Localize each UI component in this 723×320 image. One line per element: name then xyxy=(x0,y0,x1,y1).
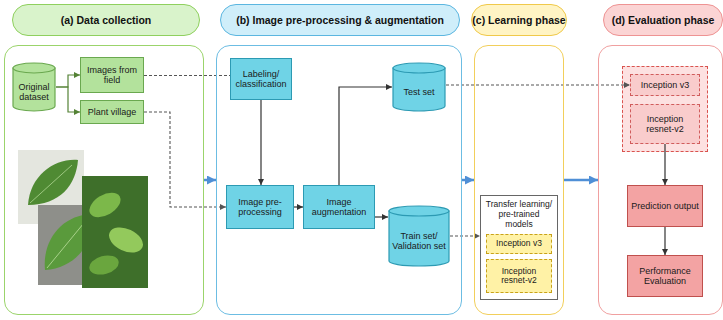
box-label: Prediction output xyxy=(631,201,699,211)
leaf xyxy=(87,252,121,277)
connector xyxy=(564,179,598,182)
phase-header: (d) Evaluation phase xyxy=(603,4,723,36)
model-box: Inception resnet-v2 xyxy=(486,259,552,293)
model-box: Inception resnet-v2 xyxy=(630,104,700,144)
database-cylinder: Test set xyxy=(392,62,446,112)
connector xyxy=(144,112,226,207)
leaf xyxy=(28,160,78,205)
model-box: Inception v3 xyxy=(486,234,552,254)
process-box: Image pre- processing xyxy=(226,185,294,229)
photo-ground xyxy=(82,176,148,288)
box-label: Inception resnet-v2 xyxy=(490,267,548,287)
model-box: Transfer learning/ pre-trained modelsInc… xyxy=(480,195,558,300)
connector xyxy=(204,179,216,182)
phase-panel: (d) Evaluation phaseInception v3Inceptio… xyxy=(598,45,723,315)
box-label: Labeling/ classification xyxy=(234,69,288,90)
connector xyxy=(56,87,80,112)
process-box: Performance Evaluation xyxy=(627,255,703,297)
database-cylinder: Original dataset xyxy=(12,62,56,112)
phase-header: (b) Image pre-processing & augmentation xyxy=(220,4,460,36)
box-label: Plant village xyxy=(84,107,140,117)
connector xyxy=(56,75,80,87)
cylinder-top xyxy=(13,63,55,73)
process-box: Images from field xyxy=(80,57,144,93)
connector xyxy=(664,144,665,185)
database-cylinder: Train set/ Validation set xyxy=(388,205,450,267)
box-label: Original dataset xyxy=(15,82,53,103)
phase-panel: (a) Data collectionOriginal datasetImage… xyxy=(4,45,204,315)
phase-header: (c) Learning phase xyxy=(471,4,567,36)
leaf xyxy=(85,188,124,222)
process-box: Image augmentation xyxy=(303,185,375,229)
cylinder-top xyxy=(389,206,449,216)
box-label: Images from field xyxy=(84,65,140,86)
process-box: Plant village xyxy=(80,100,144,124)
connector xyxy=(462,179,474,182)
cylinder-body xyxy=(393,68,445,111)
connector xyxy=(260,100,261,185)
box-label: Inception resnet-v2 xyxy=(634,114,696,135)
connector xyxy=(294,206,303,207)
box-label: Transfer learning/ pre-trained models xyxy=(484,200,554,229)
cylinder-top xyxy=(393,63,445,73)
cylinder-body xyxy=(389,211,449,266)
leaf-vein xyxy=(30,165,72,203)
connector xyxy=(375,216,388,217)
process-box: Prediction output xyxy=(627,185,703,227)
box-label: Train set/ Validation set xyxy=(391,231,447,252)
connector xyxy=(144,75,230,76)
phase-header: (a) Data collection xyxy=(12,4,200,36)
box-label: Test set xyxy=(395,87,443,97)
box-label: Image pre- processing xyxy=(230,197,290,218)
process-box: Labeling/ classification xyxy=(230,58,292,100)
box-label: Inception v3 xyxy=(634,80,696,90)
connector xyxy=(664,227,665,255)
cylinder-body xyxy=(13,68,55,111)
leaf-vein xyxy=(47,218,88,268)
phase-panel: (c) Learning phaseTransfer learning/ pre… xyxy=(474,45,564,315)
box-label: Performance Evaluation xyxy=(631,266,699,287)
phase-panel: (b) Image pre-processing & augmentationL… xyxy=(216,45,462,315)
connector xyxy=(450,235,480,236)
box-label: Image augmentation xyxy=(307,197,371,218)
leaf-photo xyxy=(82,176,148,288)
leaf xyxy=(105,222,147,257)
connector xyxy=(339,87,392,185)
box-label: Inception v3 xyxy=(490,239,548,249)
model-box: Inception v3 xyxy=(630,74,700,96)
